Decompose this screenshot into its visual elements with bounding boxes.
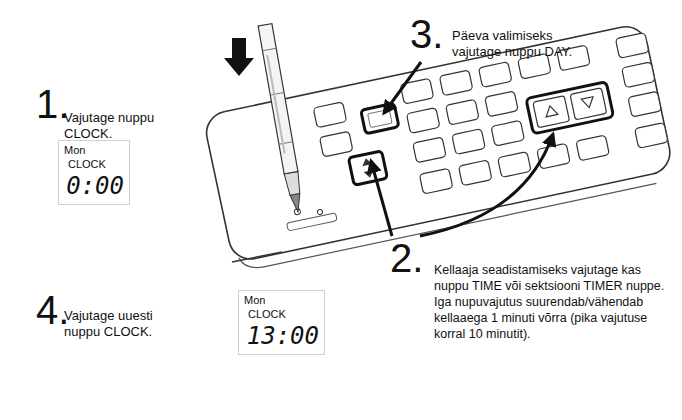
pen: [258, 24, 305, 214]
press-arrow: [224, 38, 254, 76]
step-arrow: [371, 161, 392, 236]
mode-text: CLOCK: [64, 157, 124, 171]
time-button: [348, 151, 387, 185]
lcd-display: MonCLOCK13:00: [238, 290, 325, 355]
timer-buttons: [526, 82, 614, 134]
day-button: [361, 103, 399, 134]
time-readout: 13:00: [244, 321, 319, 351]
lcd-display: MonCLOCK0:00: [58, 140, 130, 205]
mode-text: CLOCK: [244, 307, 319, 321]
step-number: 2.: [390, 238, 423, 278]
step-text: Vajutage nuppu CLOCK.: [64, 110, 176, 142]
step-arrow: [420, 134, 553, 236]
step-text: Kellaaja seadistamiseks vajutage kas nup…: [434, 262, 678, 342]
day-text: Mon: [244, 294, 319, 307]
remote-control: [203, 23, 676, 273]
step-arrow: [384, 62, 421, 113]
step-text: Päeva valimiseks vajutage nuppu DAY.: [452, 28, 592, 60]
day-text: Mon: [64, 144, 124, 157]
step-text: Vajutage uuesti nuppu CLOCK.: [64, 308, 176, 340]
step-number: 3.: [410, 14, 443, 54]
time-readout: 0:00: [64, 171, 124, 201]
